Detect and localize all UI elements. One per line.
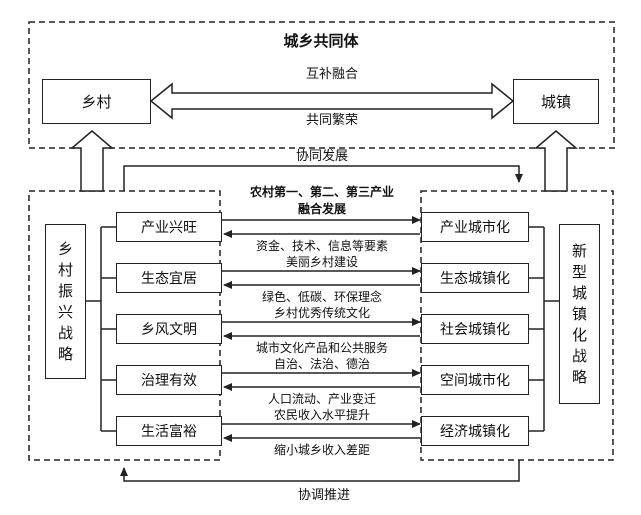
rural-item-livelihood: 生活富裕	[116, 416, 222, 446]
coordinated-advance-connector	[120, 460, 520, 482]
rural-strategy-char: 战	[57, 323, 73, 342]
link-label-below-1: 资金、技术、信息等要素	[255, 239, 389, 253]
urban-strategy-char: 镇	[571, 304, 587, 323]
community-title: 城乡共同体	[283, 32, 359, 50]
link-label-above-2: 美丽乡村建设	[285, 255, 359, 269]
urban-strategy-char: 新	[571, 241, 587, 260]
rural-strategy-char: 村	[57, 260, 73, 279]
urban-strategy-char: 化	[571, 325, 587, 344]
link-label-above2-1: 融合发展	[297, 202, 347, 216]
rural-box: 乡村	[42, 79, 151, 124]
up-arrow-right	[533, 130, 579, 192]
coordinated-advance-label: 协调推进	[297, 488, 351, 503]
new-urbanization-strategy-box: 新 型 城 镇 化 战 略	[559, 224, 600, 404]
urban-strategy-char: 型	[571, 262, 587, 281]
rural-item-industry: 产业兴旺	[116, 212, 222, 242]
rural-item-ecology: 生态宜居	[116, 263, 222, 293]
link-label-above-1: 农村第一、第二、第三产业	[249, 185, 395, 199]
right-tree-connector	[529, 226, 559, 432]
complement-label: 互补融合	[305, 67, 359, 82]
urban-item-society: 社会城镇化	[421, 314, 529, 344]
rural-strategy-char: 乡	[57, 239, 73, 258]
link-label-below-2: 绿色、低碳、环保理念	[261, 290, 383, 304]
urban-strategy-char: 略	[571, 367, 587, 386]
coordinated-development-connector	[123, 165, 523, 191]
link-label-above-4: 自治、法治、德治	[273, 357, 371, 371]
urban-strategy-char: 战	[571, 346, 587, 365]
link-label-above-3: 乡村优秀传统文化	[273, 306, 371, 320]
coordinated-development-label: 协同发展	[293, 149, 351, 164]
link-label-below-4: 人口流动、产业变迁	[267, 392, 377, 406]
link-arrows	[222, 216, 421, 442]
community-frame	[28, 21, 615, 149]
urban-item-ecology: 生态城镇化	[421, 263, 529, 293]
urban-item-industry: 产业城市化	[421, 212, 529, 242]
link-label-below-5: 缩小城乡收入差距	[273, 443, 371, 457]
rural-strategy-char: 略	[57, 344, 73, 363]
urban-item-space: 空间城市化	[421, 365, 529, 395]
rural-strategy-char: 兴	[57, 302, 73, 321]
rural-item-culture: 乡风文明	[116, 314, 222, 344]
rural-strategy-char: 振	[57, 281, 73, 300]
urban-box: 城镇	[513, 79, 599, 124]
urban-item-economy: 经济城镇化	[421, 416, 529, 446]
rural-revitalization-strategy-box: 乡 村 振 兴 战 略	[45, 224, 86, 379]
rural-item-governance: 治理有效	[116, 365, 222, 395]
up-arrow-left	[69, 130, 115, 192]
left-tree-connector	[86, 226, 116, 432]
prosperity-label: 共同繁荣	[305, 113, 359, 128]
urban-panel-frame	[420, 190, 614, 461]
urban-strategy-char: 城	[571, 283, 587, 302]
link-label-below-3: 城市文化产品和公共服务	[255, 341, 389, 355]
link-label-above-5: 农民收入水平提升	[273, 408, 371, 422]
